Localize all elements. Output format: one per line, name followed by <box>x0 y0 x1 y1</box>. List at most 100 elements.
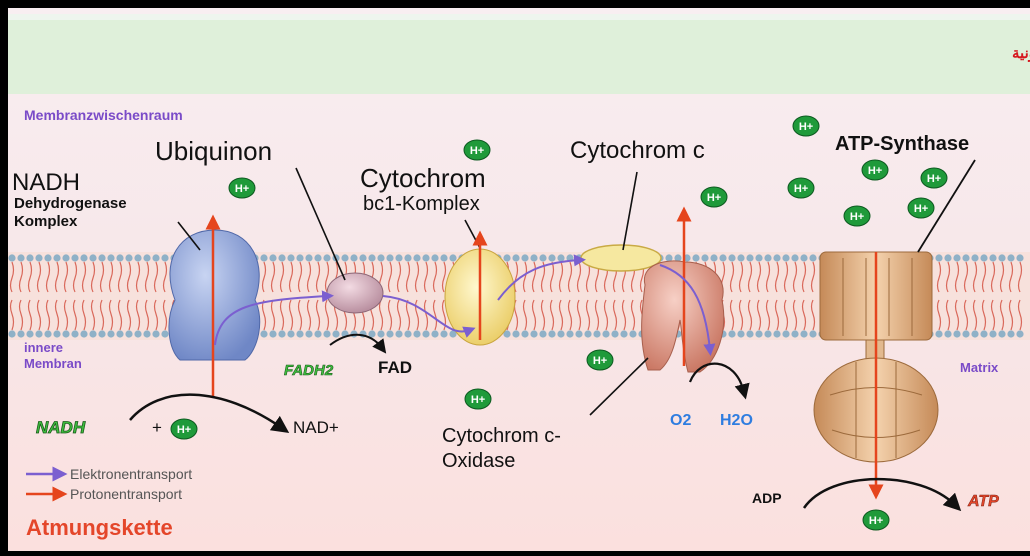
bc1-label-1: Cytochrom <box>360 163 486 193</box>
lipid-head <box>71 330 78 337</box>
lipid-head <box>530 254 537 261</box>
lipid-head <box>557 254 564 261</box>
hplus-badge: H+ <box>587 350 613 370</box>
hplus-text: H+ <box>177 424 191 436</box>
lipid-head <box>89 330 96 337</box>
diagram-title: Atmungskette <box>26 515 173 540</box>
hplus-text: H+ <box>794 183 808 195</box>
lipid-head <box>44 254 51 261</box>
hplus-badge: H+ <box>862 160 888 180</box>
oxidase-label-1: Cytochrom c- <box>442 425 561 447</box>
lipid-head <box>413 330 420 337</box>
lipid-head <box>521 330 528 337</box>
lipid-head <box>305 254 312 261</box>
lipid-head <box>134 254 141 261</box>
nadh-dehydrogenase-complex <box>169 230 260 360</box>
matrix-label: Matrix <box>960 360 999 375</box>
lipid-head <box>404 254 411 261</box>
hplus-badge: H+ <box>863 510 889 530</box>
lipid-head <box>143 254 150 261</box>
lipid-head <box>314 330 321 337</box>
lipid-head <box>737 330 744 337</box>
lipid-head <box>980 330 987 337</box>
h2o-label: H2O <box>720 412 753 429</box>
ubiquinon <box>327 273 383 313</box>
cytochrom-c-label: Cytochrom c <box>570 137 705 164</box>
nad-plus-label: NAD+ <box>293 418 339 437</box>
lipid-head <box>971 330 978 337</box>
lipid-head <box>386 330 393 337</box>
nadh-complex-label-1: NADH <box>12 169 80 196</box>
lipid-head <box>53 330 60 337</box>
lipid-head <box>35 254 42 261</box>
lipid-head <box>314 254 321 261</box>
fad-label: FAD <box>378 358 412 377</box>
lipid-head <box>935 330 942 337</box>
legend-proton-label: Protonentransport <box>70 486 182 502</box>
hplus-badge: H+ <box>464 140 490 160</box>
intermembrane-label: Membranzwischenraum <box>24 107 183 123</box>
oxidase-label-2: Oxidase <box>442 450 515 472</box>
lipid-head <box>278 330 285 337</box>
lipid-head <box>1007 330 1014 337</box>
lipid-head <box>1016 254 1023 261</box>
lipid-head <box>980 254 987 261</box>
nadh-complex-label-2: Dehydrogenase <box>14 195 127 212</box>
lipid-head <box>26 330 33 337</box>
lipid-head <box>107 330 114 337</box>
inner-membrane-label-2: Membran <box>24 356 82 371</box>
lipid-head <box>323 254 330 261</box>
lipid-head <box>512 330 519 337</box>
lipid-head <box>341 254 348 261</box>
lipid-head <box>440 330 447 337</box>
lipid-head <box>125 254 132 261</box>
lipid-head <box>953 330 960 337</box>
hplus-text: H+ <box>869 515 883 527</box>
lipid-head <box>962 254 969 261</box>
lipid-head <box>431 330 438 337</box>
lipid-head <box>611 330 618 337</box>
lipid-head <box>773 330 780 337</box>
lipid-head <box>53 254 60 261</box>
bc1-label-2: bc1-Komplex <box>363 193 480 215</box>
lipid-head <box>944 330 951 337</box>
lipid-head <box>386 254 393 261</box>
lipid-head <box>359 254 366 261</box>
hplus-text: H+ <box>914 203 928 215</box>
lipid-head <box>548 254 555 261</box>
lipid-head <box>161 254 168 261</box>
lipid-head <box>728 330 735 337</box>
lipid-head <box>440 254 447 261</box>
lipid-head <box>746 330 753 337</box>
plus-sign: + <box>152 418 162 437</box>
lipid-head <box>998 330 1005 337</box>
lipid-head <box>413 254 420 261</box>
lipid-head <box>26 254 33 261</box>
hplus-text: H+ <box>707 192 721 204</box>
lipid-head <box>134 330 141 337</box>
lipid-head <box>701 254 708 261</box>
nadh-complex-label-3: Komplex <box>14 213 78 230</box>
lipid-head <box>539 254 546 261</box>
lipid-head <box>737 254 744 261</box>
lipid-head <box>17 330 24 337</box>
lipid-head <box>287 330 294 337</box>
hplus-text: H+ <box>471 394 485 406</box>
lipid-head <box>431 254 438 261</box>
lipid-head <box>269 330 276 337</box>
inner-membrane-label-1: innere <box>24 340 63 355</box>
lipid-head <box>296 254 303 261</box>
lipid-head <box>998 254 1005 261</box>
lipid-head <box>575 330 582 337</box>
lipid-head <box>755 330 762 337</box>
lipid-head <box>512 254 519 261</box>
hplus-text: H+ <box>235 183 249 195</box>
lipid-head <box>953 254 960 261</box>
lipid-head <box>260 330 267 337</box>
lipid-head <box>404 330 411 337</box>
lipid-head <box>809 330 816 337</box>
hplus-text: H+ <box>799 121 813 133</box>
lipid-head <box>971 254 978 261</box>
lipid-head <box>80 254 87 261</box>
